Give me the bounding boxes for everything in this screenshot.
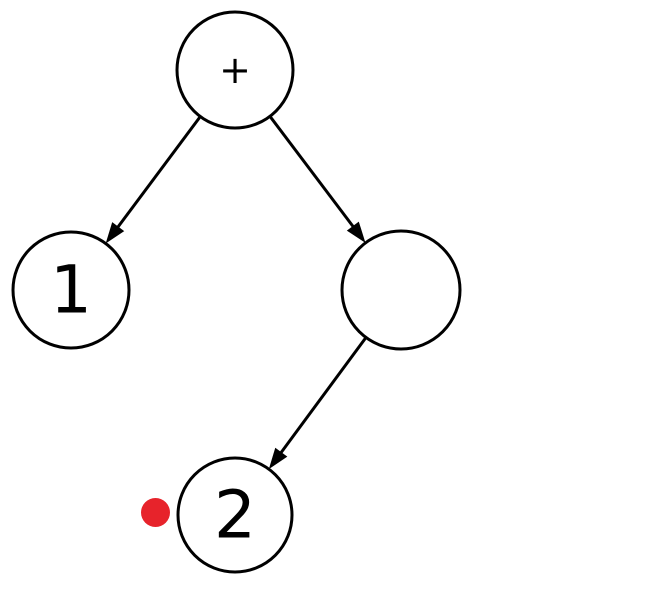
root-plus-node-circle[interactable] (175, 10, 295, 130)
edge-line-root-plus-node-to-left-child-node (115, 115, 202, 230)
red-click-marker-dot (141, 498, 170, 527)
grandchild-node-label: 2 (214, 477, 256, 554)
left-child-node[interactable]: 1 (11, 230, 131, 350)
edge-line-root-plus-node-to-right-child-node (268, 115, 356, 229)
right-child-node-circle[interactable] (340, 229, 462, 351)
left-child-node-circle[interactable] (11, 230, 131, 350)
grandchild-node-circle[interactable] (176, 456, 294, 574)
left-child-node-label: 1 (50, 252, 92, 329)
grandchild-node[interactable]: 2 (176, 456, 294, 574)
right-child-node[interactable] (340, 229, 462, 351)
arrowhead-icon (268, 447, 288, 470)
root-plus-node[interactable]: + (175, 10, 295, 130)
root-plus-node-label: + (219, 48, 251, 92)
arrowhead-icon (346, 221, 366, 243)
edge-line-right-child-node-to-grandchild-node (278, 336, 368, 455)
arrowhead-icon (105, 222, 125, 244)
